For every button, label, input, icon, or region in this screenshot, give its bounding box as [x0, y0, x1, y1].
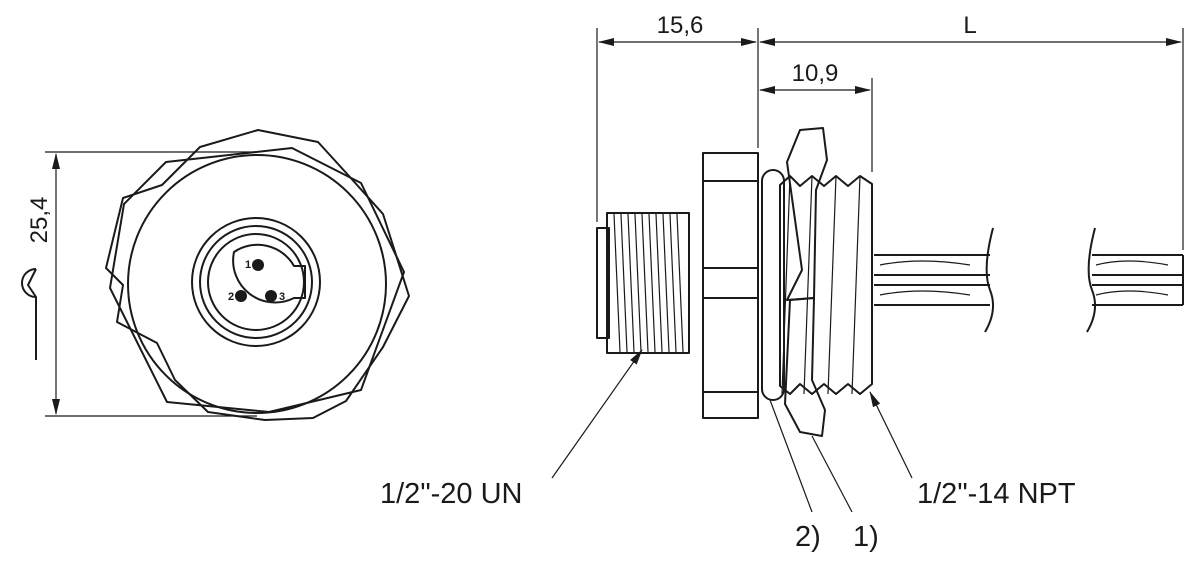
o-ring	[761, 169, 785, 401]
washer-tabs	[105, 129, 410, 421]
rear-thread-callout: 1/2"-14 NPT	[917, 478, 1076, 510]
rear-thread-leader	[869, 391, 913, 479]
pin-2	[235, 290, 247, 302]
rear-thread-lines	[781, 175, 861, 395]
part-2-callout: 2)	[795, 521, 821, 553]
front-thread-leader	[551, 349, 643, 479]
part-2-leader	[769, 399, 813, 513]
cable-break-left	[984, 227, 995, 333]
pin-1	[252, 259, 264, 271]
hex-nut-side	[702, 152, 759, 419]
body-circle	[127, 154, 387, 414]
side-view: 15,6 L 10,9 1/2"-20 UN 1/2"-14 NPT 2) 1)	[380, 12, 1184, 553]
connector-ring-mid	[199, 225, 313, 339]
part-1-callout: 1)	[853, 521, 879, 553]
pin-1-label: 1	[245, 259, 251, 271]
front-view: 1 2 3 25,4	[21, 129, 410, 421]
cable-leads	[874, 227, 1184, 333]
lock-washer-lower	[784, 297, 826, 437]
front-thread-callout: 1/2"-20 UN	[380, 478, 522, 510]
hex-nut-outline	[109, 147, 405, 413]
pin-3-label: 3	[279, 291, 285, 303]
pin-2-label: 2	[228, 291, 234, 303]
connector-ring-inner	[207, 233, 305, 331]
pin-3	[265, 290, 277, 302]
body-width-label: 15,6	[657, 12, 704, 39]
front-thread-body	[606, 212, 690, 354]
front-thread-lines	[613, 213, 684, 353]
front-thread-tip	[596, 227, 610, 339]
length-label: L	[963, 12, 976, 39]
part-1-leader	[811, 435, 853, 513]
thread-length-label: 10,9	[792, 60, 839, 87]
lock-washer	[786, 127, 828, 301]
wrench-dimension-label: 25,4	[26, 197, 53, 244]
connector-ring-outer	[191, 217, 321, 347]
wrench-icon	[21, 268, 37, 360]
cable-break-right	[1086, 227, 1097, 333]
socket-insert	[232, 243, 306, 304]
